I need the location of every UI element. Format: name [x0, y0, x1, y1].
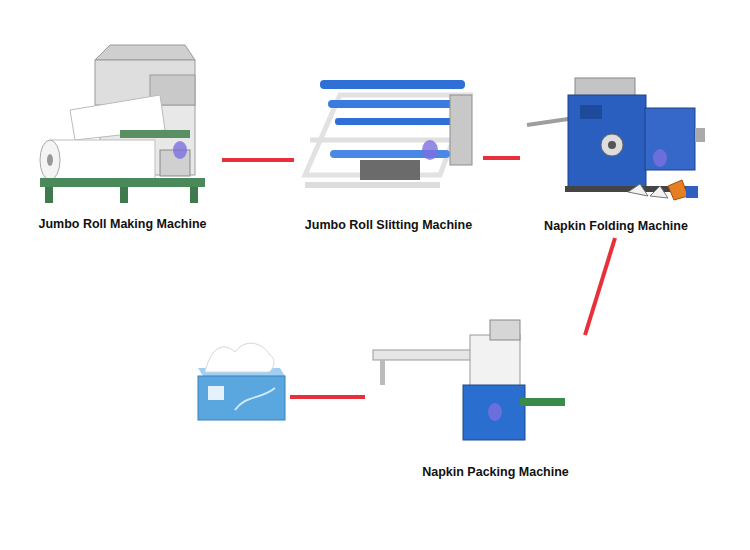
connector-line: [290, 395, 365, 399]
jumbo-roll-making-machine-picture: [40, 45, 205, 203]
napkin-packing-machine-picture: [373, 320, 565, 440]
connector-line: [585, 238, 615, 335]
tissue-box-picture: [198, 343, 285, 420]
machine-node: Jumbo Roll Slitting Machine: [294, 35, 483, 237]
connector-line: [483, 156, 520, 160]
machine-node: Jumbo Roll Making Machine: [23, 35, 222, 236]
connector-line: [222, 158, 294, 162]
machine-node: Napkin Packing Machine: [366, 315, 585, 484]
napkin-folding-machine-picture: [527, 78, 705, 200]
machine-node: Napkin Folding Machine: [520, 35, 712, 238]
machine-caption: Jumbo Roll Slitting Machine: [294, 218, 483, 233]
jumbo-roll-slitting-machine-picture: [305, 80, 472, 185]
machine-caption: Napkin Packing Machine: [406, 465, 585, 480]
machine-caption: Jumbo Roll Making Machine: [23, 217, 222, 232]
machine-caption: Napkin Folding Machine: [520, 219, 712, 234]
